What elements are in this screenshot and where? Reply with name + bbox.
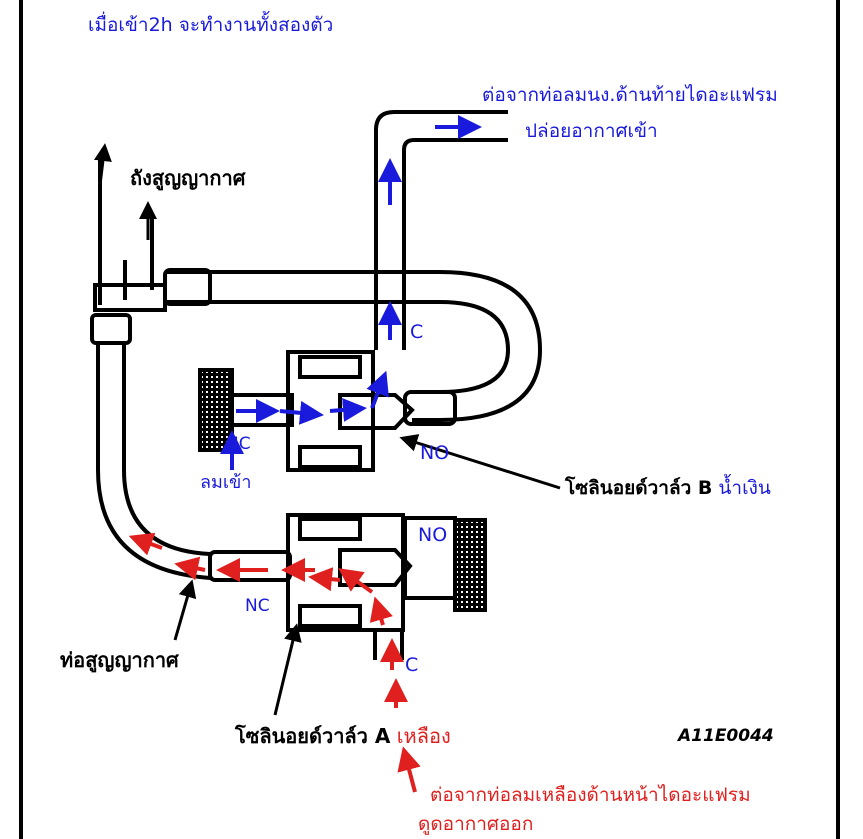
blue-flow-arrows <box>220 115 482 470</box>
valve-b-name: โซลินอยด์วาล์ว B <box>565 477 713 499</box>
valve-b-no-port: NO <box>420 442 450 464</box>
top-pipe-action-label: ปล่อยอากาศเข้า <box>525 120 658 142</box>
valve-a-c-port: C <box>405 654 419 676</box>
valve-b-c-port: C <box>410 321 424 343</box>
top-pipe-source-label: ต่อจากท่อลมนง.ด้านท้ายไดอะแฟรม <box>482 84 778 106</box>
red-flow-arrows <box>128 532 421 793</box>
vacuum-pipe-label: ท่อสูญญากาศ <box>60 648 179 672</box>
bottom-pipe-source-label: ต่อจากท่อลมเหลืองด้านหน้าไดอะแฟรม <box>430 784 751 806</box>
air-in-label: ลมเข้า <box>200 472 252 493</box>
valve-b-color: น้ำเงิน <box>718 477 771 499</box>
valve-a-no-port: NO <box>418 524 448 546</box>
bottom-pipe-action-label: ดูดอากาศออก <box>418 813 534 835</box>
valve-a-label: โซลินอยด์วาล์ว A เหลือง <box>235 726 451 746</box>
valve-a-nc-port: NC <box>245 596 270 616</box>
figure-code: A11E0044 <box>678 726 774 746</box>
diagram-title: เมื่อเข้า2h จะทำงานทั้งสองตัว <box>88 14 334 36</box>
vacuum-tank-label: ถังสูญญากาศ <box>130 166 246 190</box>
valve-a-name: โซลินอยด์วาล์ว A <box>235 724 391 748</box>
valve-a-color: เหลือง <box>396 724 451 748</box>
valve-b-nc-port: NC <box>226 434 251 454</box>
leader-lines <box>93 143 561 716</box>
frame-border <box>19 0 840 839</box>
top-pipe <box>374 110 508 350</box>
valve-b-label: โซลินอยด์วาล์ว B น้ำเงิน <box>565 479 771 498</box>
vacuum-tank-pipe <box>90 155 211 580</box>
